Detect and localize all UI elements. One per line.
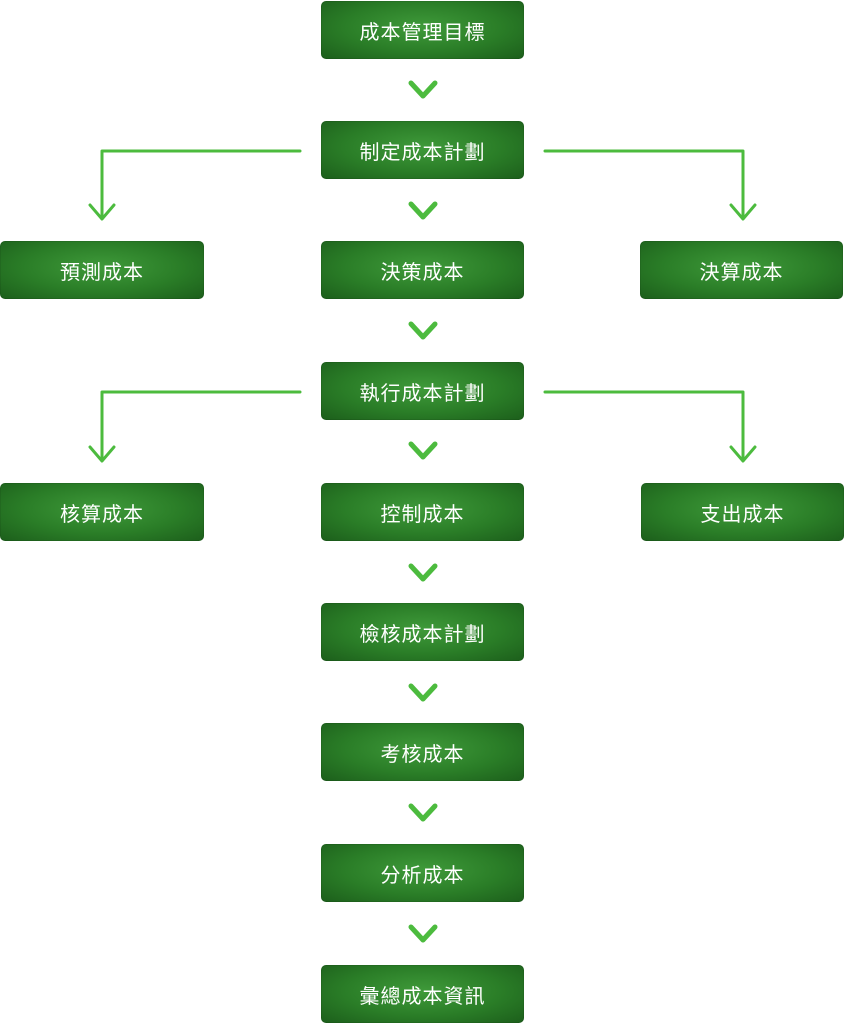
node-label: 成本管理目標 bbox=[359, 19, 486, 44]
node-expense-cost: 支出成本 bbox=[641, 483, 844, 541]
node-label: 考核成本 bbox=[380, 741, 465, 766]
branch-arrow-right-2 bbox=[543, 390, 745, 461]
node-label: 決算成本 bbox=[699, 259, 784, 284]
branch-arrow-left-2 bbox=[100, 390, 302, 461]
node-review-cost-plan: 檢核成本計劃 bbox=[321, 603, 524, 661]
node-settlement-cost: 決算成本 bbox=[640, 241, 843, 299]
node-execute-cost-plan: 執行成本計劃 bbox=[321, 362, 524, 420]
chevron-down-icon bbox=[408, 80, 438, 99]
node-label: 支出成本 bbox=[700, 501, 785, 526]
node-label: 預測成本 bbox=[60, 259, 144, 284]
node-assess-cost: 考核成本 bbox=[321, 723, 524, 781]
node-control-cost: 控制成本 bbox=[321, 483, 524, 541]
chevron-down-icon bbox=[408, 441, 438, 460]
chevron-down-icon bbox=[408, 321, 438, 340]
branch-arrow-right-1 bbox=[543, 149, 745, 219]
node-label: 決策成本 bbox=[380, 259, 465, 284]
node-decision-cost: 決策成本 bbox=[321, 241, 524, 299]
arrow-head-icon bbox=[729, 203, 757, 221]
node-summarize-cost-info: 彙總成本資訊 bbox=[321, 965, 524, 1023]
chevron-down-icon bbox=[408, 924, 438, 943]
node-analyze-cost: 分析成本 bbox=[321, 844, 524, 902]
node-formulate-cost-plan: 制定成本計劃 bbox=[321, 121, 524, 179]
arrow-head-icon bbox=[729, 445, 757, 463]
arrow-head-icon bbox=[88, 203, 116, 221]
node-label: 彙總成本資訊 bbox=[359, 983, 486, 1008]
arrow-head-icon bbox=[88, 445, 116, 463]
node-label: 核算成本 bbox=[60, 501, 144, 526]
node-forecast-cost: 預測成本 bbox=[0, 241, 204, 299]
node-label: 檢核成本計劃 bbox=[359, 621, 486, 646]
node-label: 執行成本計劃 bbox=[359, 380, 486, 405]
node-label: 控制成本 bbox=[380, 501, 465, 526]
chevron-down-icon bbox=[408, 563, 438, 582]
chevron-down-icon bbox=[408, 683, 438, 702]
node-label: 制定成本計劃 bbox=[359, 139, 486, 164]
node-accounting-cost: 核算成本 bbox=[0, 483, 204, 541]
chevron-down-icon bbox=[408, 201, 438, 220]
node-label: 分析成本 bbox=[380, 862, 465, 887]
node-cost-management-goal: 成本管理目標 bbox=[321, 1, 524, 59]
branch-arrow-left-1 bbox=[100, 149, 302, 219]
chevron-down-icon bbox=[408, 803, 438, 822]
